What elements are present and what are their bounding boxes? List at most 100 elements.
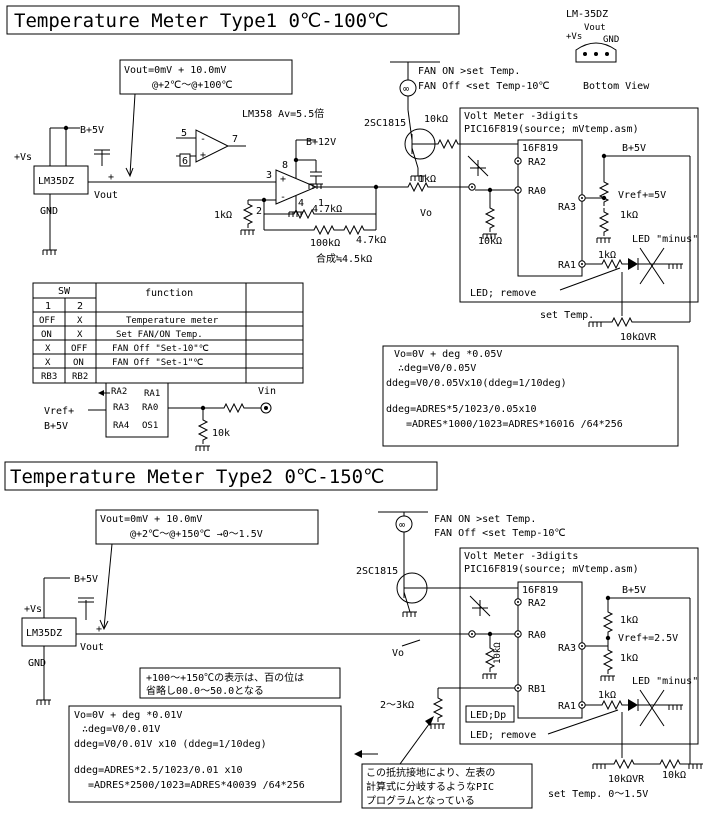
set-temp-1: set Temp. xyxy=(540,310,594,321)
plus-label-1: + xyxy=(108,172,114,183)
formula2-line1: Vo=0V + deg *0.01V xyxy=(74,710,182,721)
gnd-label-2: GND xyxy=(28,658,46,669)
sw-chip-ra0: RA0 xyxy=(142,403,158,413)
voltmeter-title-1: Volt Meter -3digits xyxy=(464,111,578,122)
fan-off-text-2: FAN Off <set Temp-10℃ xyxy=(434,528,566,539)
sw-r3c2: FAN Off "Set-1"℃ xyxy=(112,358,203,368)
vo-label-2: Vo xyxy=(392,648,404,659)
pic2-ra3: RA3 xyxy=(558,643,576,654)
led-minus-2: LED "minus" xyxy=(632,676,698,687)
res-1k-led-2: 1kΩ xyxy=(598,690,616,701)
formula2-line4: ddeg=ADRES*2.5/1023/0.01 x10 xyxy=(74,765,243,776)
lm35-pin-vs: +Vs xyxy=(566,32,582,42)
voltmeter-box-2 xyxy=(459,547,699,745)
led-remove-1: LED; remove xyxy=(470,288,536,299)
sw-r3c1: ON xyxy=(73,358,84,368)
b5v-label-pic1: B+5V xyxy=(622,143,646,154)
res-1k-bot-2: 1kΩ xyxy=(620,653,638,664)
sw1-sub: 1 xyxy=(45,301,51,312)
b5v-label-2: B+5V xyxy=(74,574,98,585)
b5v-label-pic2: B+5V xyxy=(622,585,646,596)
res-4k7-a: 4.7kΩ xyxy=(312,204,342,215)
sw-r0c0: OFF xyxy=(39,316,55,326)
res-10k-vr-2: 10kΩ xyxy=(662,770,686,781)
sw-10k: 10k xyxy=(212,428,230,439)
sw-r1c1: X xyxy=(77,330,83,340)
pic-label-1: 16F819 xyxy=(522,143,558,154)
transistor-label-2: 2SC1815 xyxy=(356,566,398,577)
vout-note-line2: @+2℃〜@+100℃ xyxy=(152,80,233,91)
sw-r2c2: FAN Off "Set-10"℃ xyxy=(112,344,209,354)
vout2-line2: @+2℃〜@+150℃ →0〜1.5V xyxy=(130,529,263,540)
sw-r2c1: OFF xyxy=(71,344,87,354)
lm35-package-label: LM-35DZ xyxy=(566,9,608,20)
led-minus-1: LED "minus" xyxy=(632,234,698,245)
lm35dz-label-2: LM35DZ xyxy=(26,628,62,639)
vs-label-1: +Vs xyxy=(14,152,32,163)
jp-note-1-box xyxy=(139,667,341,699)
lm35dz-label-1: LM35DZ xyxy=(38,176,74,187)
pic2-ra2: RA2 xyxy=(528,598,546,609)
svg-text:+: + xyxy=(280,174,286,185)
jp-note-2-line2: 計算式に分岐するようなPIC xyxy=(366,780,494,793)
pin-3-label: 3 xyxy=(266,170,272,181)
sw-header: SW xyxy=(58,286,71,297)
sw-r4c1: RB2 xyxy=(72,372,88,382)
plus-label-2: + xyxy=(96,624,102,635)
led-remove-2: LED; remove xyxy=(470,730,536,741)
combined-resistance: 合成≒4.5kΩ xyxy=(316,252,372,265)
res-10k-ra0: 10kΩ xyxy=(478,236,502,247)
vout2-line1: Vout=0mV + 10.0mV xyxy=(100,514,202,525)
formula1-line1: Vo=0V + deg *0.05V xyxy=(394,349,502,360)
svg-text:∞: ∞ xyxy=(399,520,405,531)
opamp-label: LM358 Av=5.5倍 xyxy=(242,107,324,120)
pin-2-label: 2 xyxy=(256,206,262,217)
formula1-line4: ddeg=ADRES*5/1023/0.05x10 xyxy=(386,404,537,415)
led-dp-box xyxy=(465,705,515,723)
formula2-line3: ddeg=V0/0.01V x10 (ddeg=1/10deg) xyxy=(74,739,267,750)
voltmeter-sub-1: PIC16F819(source; mVtemp.asm) xyxy=(464,124,639,135)
res-1k-top-2: 1kΩ xyxy=(620,615,638,626)
svg-text:+: + xyxy=(200,150,206,161)
fan-on-text-2: FAN ON >set Temp. xyxy=(434,514,536,525)
pin-6-label: 6 xyxy=(182,156,188,167)
lm35-pin-gnd: GND xyxy=(603,35,619,45)
opamp-main xyxy=(275,169,318,205)
vr-label-1: 10kΩVR xyxy=(620,332,657,343)
sw-chip-ra1: RA1 xyxy=(144,389,160,399)
vo-label-1: Vo xyxy=(420,208,432,219)
jp-note-2-line1: この抵抗接地により、左表の xyxy=(366,766,495,779)
sw-r4c0: RB3 xyxy=(41,372,57,382)
formula1-line5: =ADRES*1000/1023=ADRES*16016 /64*256 xyxy=(406,419,623,430)
res-10k-base: 10kΩ xyxy=(424,114,448,125)
pic1-ra3: RA3 xyxy=(558,202,576,213)
formula1-line3: ddeg=V0/0.05Vx10(ddeg=1/10deg) xyxy=(386,378,567,389)
vout-note-box xyxy=(119,59,293,95)
svg-text:∞: ∞ xyxy=(403,84,409,95)
lm35-pin-vout: Vout xyxy=(584,23,606,33)
lm35dz-box-2 xyxy=(21,617,77,647)
svg-text:-: - xyxy=(280,192,286,203)
pic2-ra1: RA1 xyxy=(558,701,576,712)
res-1k-vref-1: 1kΩ xyxy=(620,210,638,221)
gnd-label-1: GND xyxy=(40,206,58,217)
sw-r0c1: X xyxy=(77,316,83,326)
transistor-label-1: 2SC1815 xyxy=(364,118,406,129)
vref-label-2: Vref+=2.5V xyxy=(618,633,678,644)
fan-off-text-1: FAN Off <set Temp-10℃ xyxy=(418,81,550,92)
formula-box-2 xyxy=(68,705,342,803)
section1-title-box xyxy=(6,5,460,35)
led-dp-label: LED;Dp xyxy=(470,710,506,721)
pin-7-label: 7 xyxy=(232,134,238,145)
pic2-ra0: RA0 xyxy=(528,630,546,641)
pic1-ra2: RA2 xyxy=(528,157,546,168)
pic1-ra0: RA0 xyxy=(528,186,546,197)
voltmeter-box-1 xyxy=(459,107,699,303)
vref-label-1: Vref+=5V xyxy=(618,190,666,201)
section2-title: Temperature Meter Type2 0℃-150℃ xyxy=(10,466,384,488)
sw-r1c2: Set FAN/ON Temp. xyxy=(116,330,203,340)
formula2-line5: =ADRES*2500/1023=ADRES*40039 /64*256 xyxy=(88,780,305,791)
opamp-unit2 xyxy=(195,129,230,163)
vout-note-line1: Vout=0mV + 10.0mV xyxy=(124,65,226,76)
